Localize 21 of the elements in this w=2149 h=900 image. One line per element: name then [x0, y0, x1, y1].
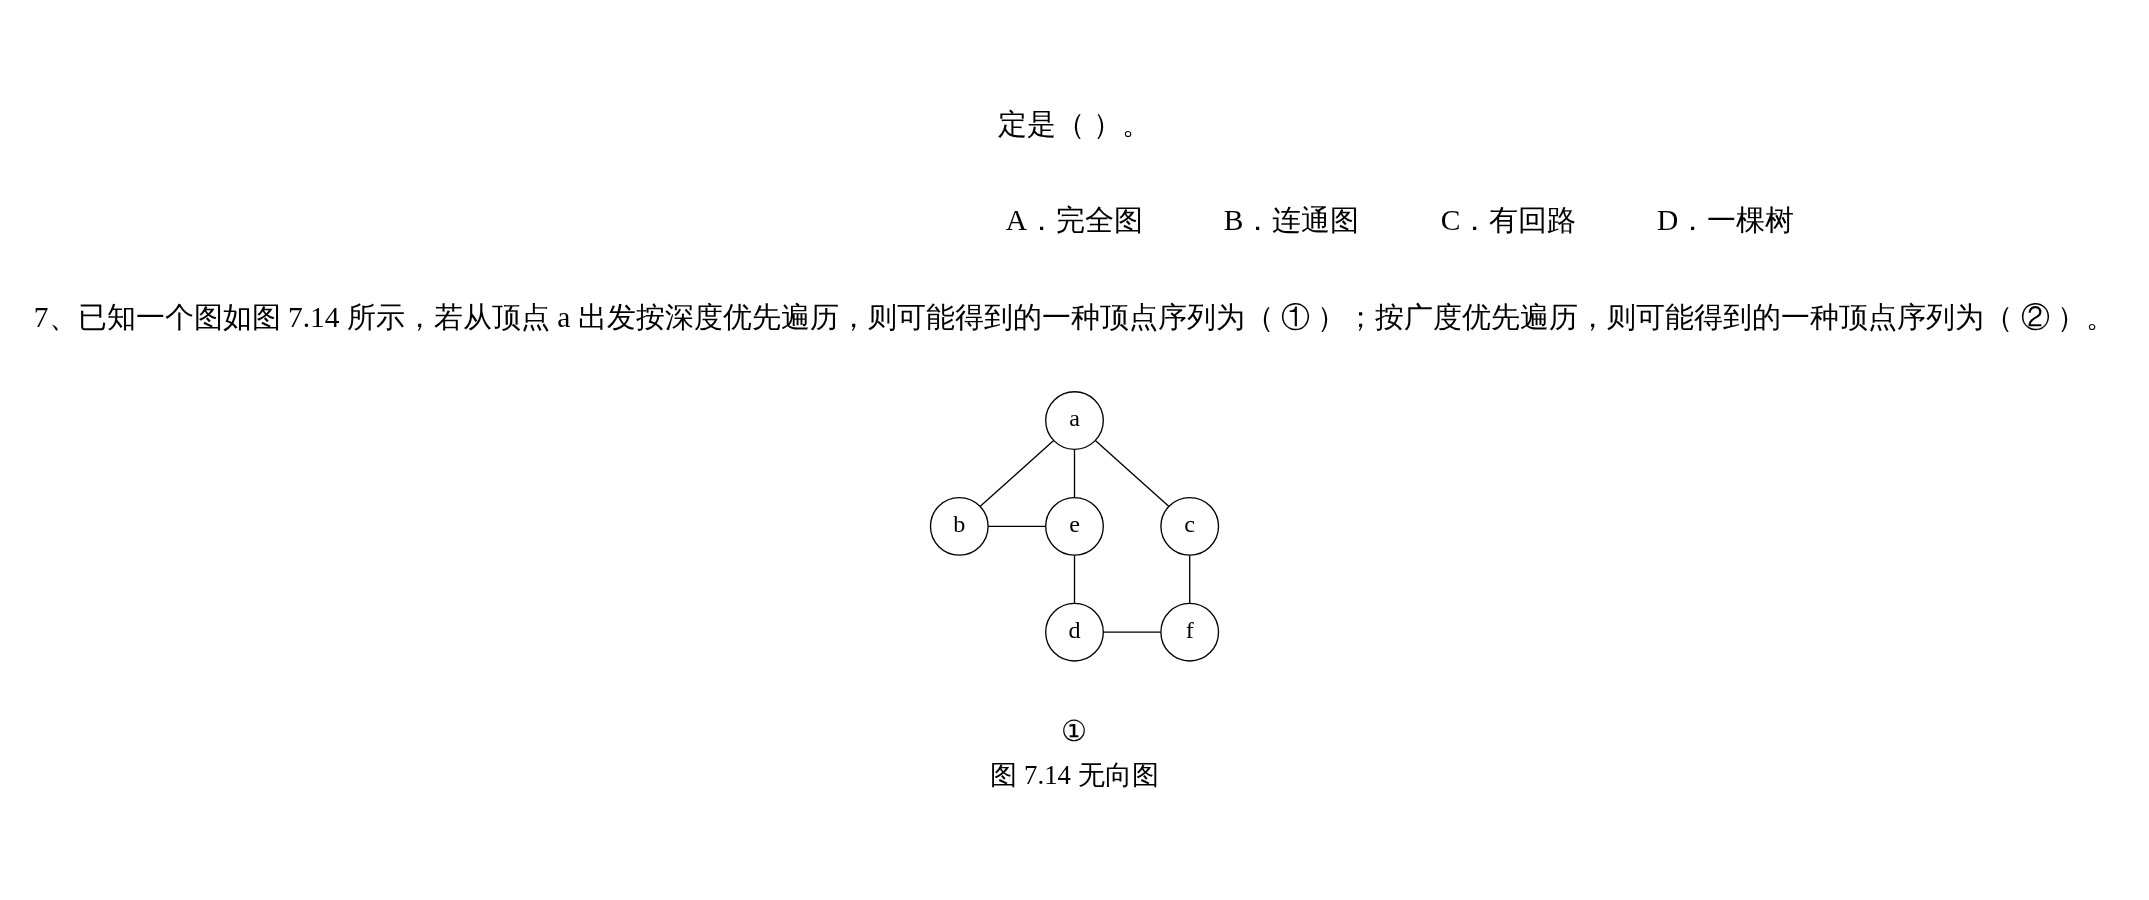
connector [1073, 554, 1076, 604]
label: A．完全图 [1005, 204, 1144, 237]
node-circle: c [1160, 496, 1220, 556]
node-circle: a [1045, 391, 1104, 450]
caption: 图 7.14 无向图 [990, 760, 1159, 791]
label: ① [1061, 714, 1088, 747]
label: B．连通图 [1223, 204, 1360, 237]
connector [1094, 440, 1170, 507]
node-circle: e [1045, 496, 1104, 556]
node-circle: d [1045, 602, 1104, 662]
connector [979, 440, 1055, 507]
connector [987, 525, 1047, 528]
connector [1102, 631, 1162, 633]
node-circle: f [1160, 602, 1220, 662]
label: 7、已知一个图如图 7.14 所示，若从顶点 a 出发按深度优先遍历，则可能得到的一种顶点序列为（ ① ）；按广度优先遍历，则可能得到的一种顶点序列为（ ② ）。 [33, 300, 2116, 333]
node-circle: b [929, 496, 989, 556]
connector [1073, 448, 1076, 498]
label: D．一棵树 [1656, 204, 1795, 237]
connector [1189, 554, 1191, 604]
label: 定是（ ）。 [998, 107, 1151, 140]
label: C．有回路 [1440, 204, 1577, 237]
